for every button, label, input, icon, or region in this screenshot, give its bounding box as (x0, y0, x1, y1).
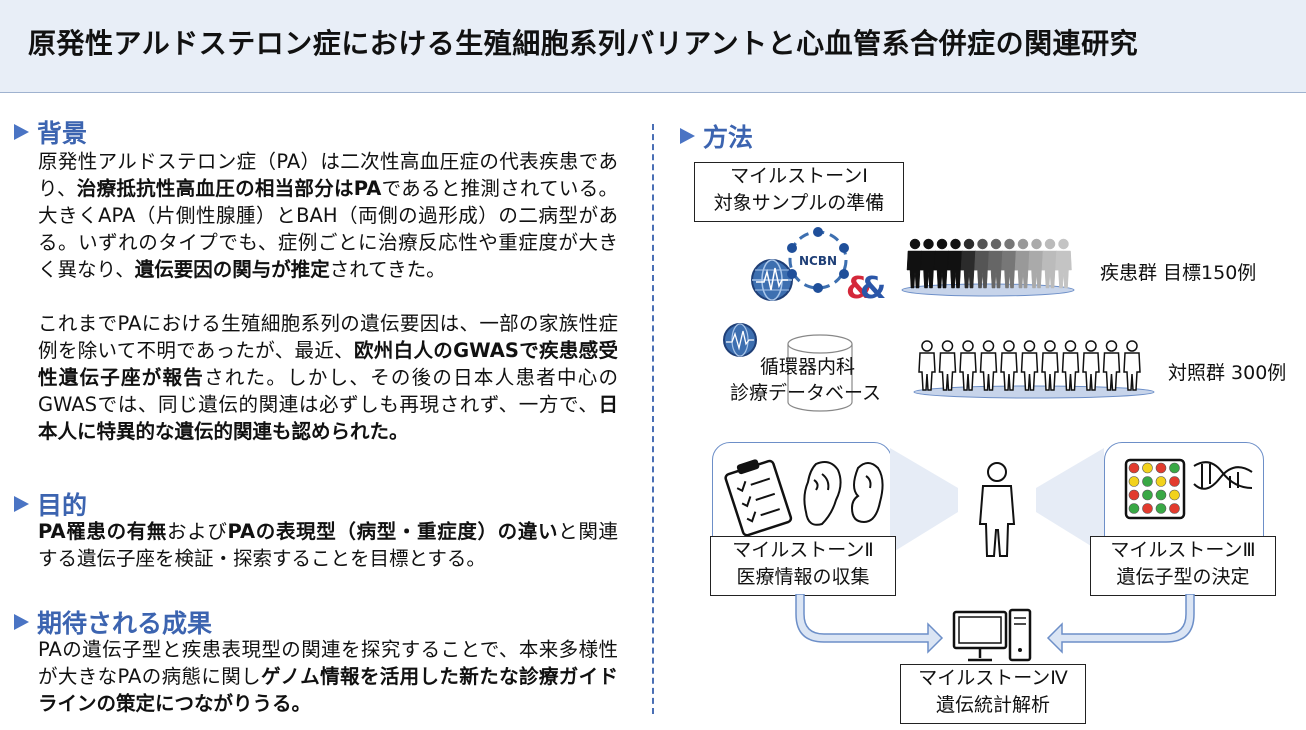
person-icon (1020, 340, 1039, 391)
left-arrow (795, 594, 944, 654)
bold-text-run: ゲノム情報を活用した新たな診療ガイドラインの策定につながりうる。 (38, 665, 618, 715)
svg-text:&: & (860, 271, 886, 306)
milestone-3-box: マイルストーンⅢ 遺伝子型の決定 (1090, 536, 1276, 596)
person-icon (1082, 340, 1100, 391)
control-group-label: 対照群 300例 (1168, 362, 1287, 384)
svg-text:&: & (846, 271, 872, 306)
milestone-4-box: マイルストーンⅣ 遺伝統計解析 (900, 664, 1086, 724)
person-icon (1061, 340, 1080, 391)
outcome-paragraph: PAの遺伝子型と疾患表現型の関連を探究することで、本来多様性が大きなPAの病態に… (38, 636, 618, 717)
flow-arrows (795, 594, 1195, 654)
person-icon (1102, 340, 1121, 391)
snp-array-icon (1124, 458, 1186, 520)
person-icon (1001, 238, 1018, 289)
person-icon (1123, 340, 1141, 391)
case-group-label: 疾患群 目標150例 (1100, 262, 1257, 284)
case-group-people (901, 238, 1075, 297)
person-icon (987, 238, 1005, 289)
method-heading: 方法 (680, 118, 753, 154)
background-paragraph-2: これまでPAにおける生殖細胞系列の遺伝要因は、一部の家族性症例を除いて不明であっ… (38, 310, 618, 445)
header: 原発性アルドステロン症における生殖細胞系列バリアントと心血管系合併症の関連研究 (0, 0, 1306, 93)
person-icon (1014, 238, 1032, 289)
text-run: された。しかし、その後の日本人患者中心のGWASでは、同じ遺伝的関連は必ずしも再… (38, 366, 618, 416)
person-icon (979, 340, 998, 391)
biobank-logo-icon: & & (846, 271, 886, 306)
control-group-people (913, 340, 1155, 399)
person-icon (920, 238, 937, 289)
dna-icon (1193, 461, 1253, 490)
bold-text-run: 欧州白人のGWASで疾患感受性遺伝子座が報告 (38, 339, 618, 389)
ncbn-network-graphic: NCBN & & (751, 227, 886, 306)
outcome-heading: 期待される成果 (14, 604, 212, 640)
right-arrow (1046, 594, 1195, 654)
computer-icon (952, 608, 1032, 662)
globe-icon (751, 259, 793, 301)
kidney-icon (850, 462, 884, 524)
database-cylinder-icon (787, 334, 853, 412)
text-run: 原発性アルドステロン症（PA）は二次性高血圧症の代表疾患であり、 (38, 150, 618, 200)
person-icon (1000, 340, 1018, 391)
purpose-paragraph: PA罹患の有無およびPAの表現型（病型・重症度）の違いと関連する遺伝子座を検証・… (38, 518, 618, 572)
milestone-2-box: マイルストーンⅡ 医療情報の収集 (710, 536, 896, 596)
text-run: これまでPAにおける生殖細胞系列の遺伝要因は、一部の家族性症例を除いて不明であっ… (38, 312, 618, 362)
text-run: PAの遺伝子型と疾患表現型の関連を探究することで、本来多様性が大きなPAの病態に… (38, 638, 618, 688)
triangle-bullet-icon (680, 128, 695, 144)
milestone-1-box: マイルストーンⅠ 対象サンプルの準備 (694, 162, 904, 222)
bold-text-run: 日本人に特異的な遺伝的関連も認められた。 (38, 393, 618, 443)
text-run: されてきた。 (329, 258, 446, 281)
person-icon (1055, 238, 1072, 289)
clipboard-icon (724, 459, 793, 537)
ncbn-network-icon: NCBN (787, 227, 849, 293)
globe-icon (723, 323, 757, 357)
text-run: であると推測されている。大きくAPA（片側性腺腫）とBAH（両側の過形成）の二病… (38, 177, 618, 281)
ncbn-label: NCBN (799, 254, 837, 268)
right-projection-wedge (1036, 448, 1104, 554)
bold-text-run: PAの表現型（病型・重症度）の違い (227, 520, 559, 543)
genotyping-graphic (1124, 458, 1253, 520)
triangle-bullet-icon (14, 614, 29, 630)
database-label-line1: 循環器内科 (760, 356, 856, 378)
person-icon (1041, 340, 1059, 391)
background-paragraph-1: 原発性アルドステロン症（PA）は二次性高血圧症の代表疾患であり、治療抵抗性高血圧… (38, 148, 618, 283)
bold-text-run: PA罹患の有無 (38, 520, 168, 543)
person-icon (974, 238, 991, 289)
medical-records-graphic (724, 459, 884, 537)
triangle-bullet-icon (14, 124, 29, 140)
text-run: および (167, 520, 228, 543)
person-icon (959, 340, 977, 391)
center-person-graphic (890, 448, 1104, 557)
adrenal-kidney-icon (803, 461, 842, 526)
bold-text-run: 治療抵抗性高血圧の相当部分はPA (76, 177, 382, 200)
triangle-bullet-icon (14, 496, 29, 512)
person-outline-icon (978, 462, 1016, 557)
person-icon (1028, 238, 1045, 289)
database-label-line2: 診療データベース (730, 382, 882, 404)
database-graphic (723, 323, 853, 412)
left-projection-wedge (890, 448, 958, 554)
bold-text-run: 遺伝要因の関与が推定 (134, 258, 330, 281)
background-heading: 背景 (14, 114, 87, 150)
purpose-heading: 目的 (14, 486, 87, 522)
person-icon (918, 340, 936, 391)
person-icon (938, 340, 957, 391)
text-run: と関連する遺伝子座を検証・探索することを目標とする。 (38, 520, 618, 570)
page-title: 原発性アルドステロン症における生殖細胞系列バリアントと心血管系合併症の関連研究 (28, 27, 1139, 60)
column-divider (652, 124, 654, 714)
